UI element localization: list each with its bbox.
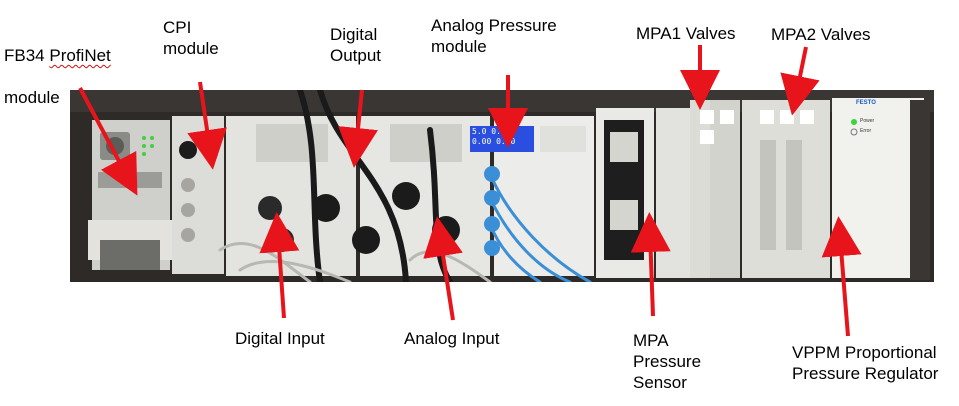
label-analog-input: Analog Input <box>404 329 500 348</box>
power-led-label: Power <box>860 118 875 124</box>
label-cpi-module: CPI module <box>163 18 219 58</box>
hardware-photo: 5.0 0.00 0.00 0.00 FESTO Power Error <box>70 90 934 282</box>
vppm-regulator <box>832 98 930 280</box>
label-mpa2-valves: MPA2 Valves <box>771 25 871 44</box>
label-mpa1-valves: MPA1 Valves <box>636 24 736 43</box>
mpa2-valves <box>742 100 830 278</box>
brand-label: FESTO <box>856 100 876 106</box>
label-digital-input: Digital Input <box>235 329 325 348</box>
fb34-module <box>88 120 180 270</box>
rack-illustration <box>70 90 934 282</box>
cpi-module <box>172 116 224 274</box>
label-analog-pressure-module: Analog Pressure module <box>431 16 557 56</box>
pressure-display-readout: 5.0 0.00 0.00 0.00 <box>472 127 516 146</box>
arrow-mpa2 <box>780 46 820 116</box>
label-fb34-profinet-module: FB34 ProfiNet module <box>4 46 111 107</box>
label-digital-output: Digital Output <box>330 25 382 65</box>
label-vppm-regulator: VPPM Proportional Pressure Regulator <box>792 343 939 383</box>
error-led-label: Error <box>860 128 872 134</box>
mpa1-valves <box>690 100 740 278</box>
mpa-pressure-sensor <box>596 108 706 278</box>
label-mpa-pressure-sensor: MPA Pressure Sensor <box>633 331 702 392</box>
